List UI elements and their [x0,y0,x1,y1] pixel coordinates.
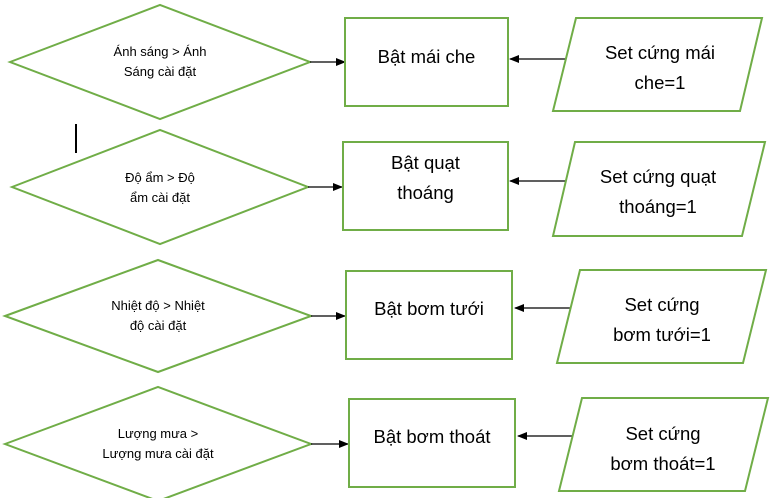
condition-label-3: Nhiệt độ > Nhiệt độ cài đặt [111,298,205,334]
setting-parallelogram-2 [551,141,767,237]
setting-label-4: Set cứng bơm thoát=1 [610,423,716,474]
action-label-1: Bật mái che [377,46,476,67]
condition-label-1: Ánh sáng > Ánh Sáng cài đặt [113,44,207,80]
action-box-1 [344,17,509,107]
condition-label-2: Độ ẩm > Độ ẩm cài đặt [125,170,195,206]
text-cursor [75,124,77,153]
setting-parallelogram-4 [557,397,770,492]
condition-label-4: Lượng mưa > Lượng mưa cài đặt [102,426,214,462]
action-label-2: Bật quạt thoáng [391,152,460,203]
action-box-3 [345,270,513,360]
setting-parallelogram-3 [555,269,768,364]
action-label-3: Bật bơm tưới [374,298,484,319]
action-box-4 [348,398,516,488]
setting-label-1: Set cứng mái che=1 [604,42,716,93]
setting-label-2: Set cứng quạt thoáng=1 [599,166,717,217]
setting-label-3: Set cứng bơm tưới=1 [613,294,711,345]
action-label-4: Bật bơm thoát [373,426,491,447]
setting-parallelogram-1 [551,17,764,112]
action-box-2 [342,141,509,231]
